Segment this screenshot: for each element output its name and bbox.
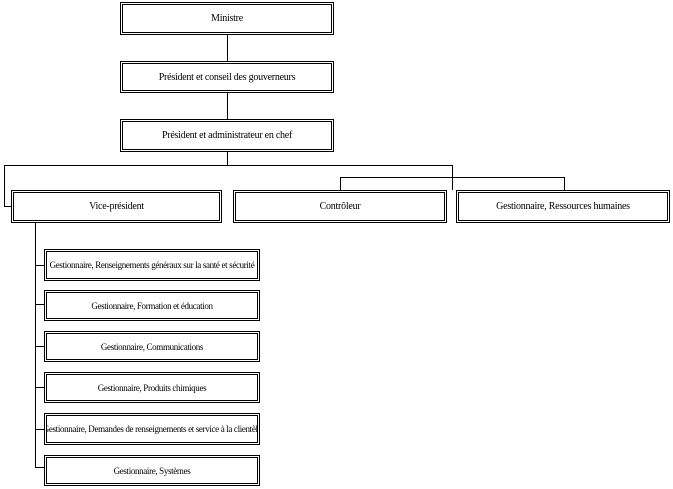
vp-report-chemical-products: Gestionnaire, Produits chimiques [44, 372, 260, 403]
connector-minister-to-president-council [227, 34, 228, 62]
vp-report-training-education: Gestionnaire, Formation et éducation [44, 290, 260, 321]
vice-president-box: Vice-président [11, 190, 222, 223]
connector-vp-report-1 [35, 265, 44, 266]
vp-report-communications: Gestionnaire, Communications [44, 331, 260, 362]
connector-vp-report-6 [35, 467, 44, 468]
connector-council-to-president-ceo [227, 92, 228, 120]
connector-vp-report-2 [35, 304, 44, 305]
connector-vp-report-5 [35, 429, 44, 430]
vp-report-systems: Gestionnaire, Systèmes [44, 455, 260, 486]
connector-left-into-vice-president [4, 206, 12, 207]
president-ceo-box: Président et administrateur en chef [120, 119, 334, 152]
vp-report-inquiries-client-service: Gestionnaire, Demandes de renseignements… [44, 413, 260, 445]
connector-vp-report-4 [35, 387, 44, 388]
connector-to-hr-manager [564, 177, 565, 191]
hr-manager-box: Gestionnaire, Ressources humaines [456, 190, 670, 223]
connector-to-controller [340, 177, 341, 191]
minister-box: Ministre [120, 2, 334, 35]
connector-horizontal-main [4, 165, 452, 166]
connector-second-level-bus [340, 177, 564, 178]
connector-president-ceo-down [227, 151, 228, 165]
connector-left-drop [4, 165, 5, 207]
vp-report-health-safety-info: Gestionnaire, Renseignements généraux su… [44, 249, 260, 281]
president-council-box: Président et conseil des gouverneurs [120, 61, 334, 93]
controller-box: Contrôleur [233, 190, 447, 223]
connector-vp-trunk [35, 222, 36, 467]
connector-vp-report-3 [35, 346, 44, 347]
